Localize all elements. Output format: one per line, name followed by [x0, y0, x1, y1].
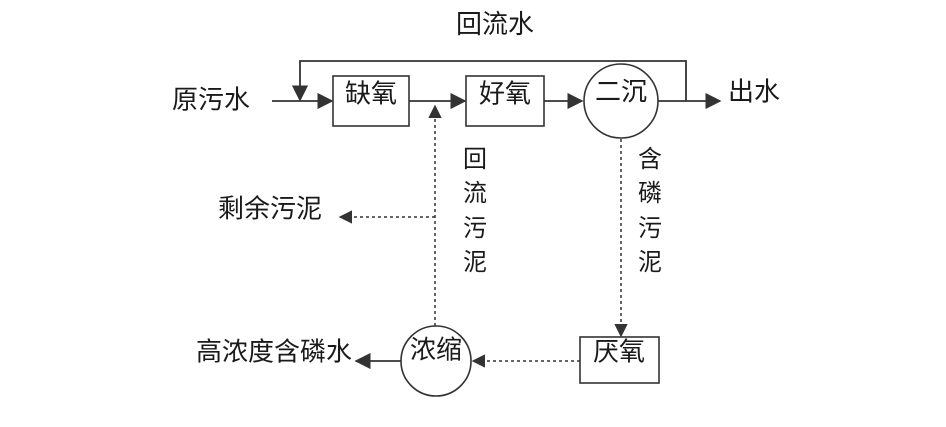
- anoxic-tank-label: 缺氧: [345, 80, 397, 110]
- high-p-water-label: 高浓度含磷水: [196, 338, 352, 368]
- aerobic-tank: [465, 75, 545, 127]
- return-sludge-label-3: 污: [463, 214, 487, 242]
- return-water-label: 回流水: [456, 10, 534, 40]
- outlet-water-label: 出水: [728, 78, 780, 108]
- aerobic-tank-label: 好氧: [479, 80, 531, 110]
- excess-sludge-label: 剩余污泥: [218, 195, 322, 225]
- return-sludge-label-4: 泥: [463, 248, 487, 276]
- anaerobic-tank: [579, 336, 660, 384]
- phosphorus-sludge-label-1: 含: [638, 145, 662, 173]
- raw-water-label: 原污水: [172, 86, 250, 116]
- phosphorus-sludge-label-2: 磷: [638, 179, 662, 207]
- return-water-line: [291, 60, 687, 102]
- secondary-clarifier-label: 二沉: [595, 78, 647, 108]
- anaerobic-tank-label: 厌氧: [593, 338, 645, 368]
- phosphorus-sludge-label-4: 泥: [638, 248, 662, 276]
- return-sludge-label-1: 回: [463, 145, 487, 173]
- return-sludge-label-2: 流: [463, 179, 487, 207]
- thickener-label: 浓缩: [410, 336, 462, 366]
- phosphorus-sludge-label-3: 污: [638, 214, 662, 242]
